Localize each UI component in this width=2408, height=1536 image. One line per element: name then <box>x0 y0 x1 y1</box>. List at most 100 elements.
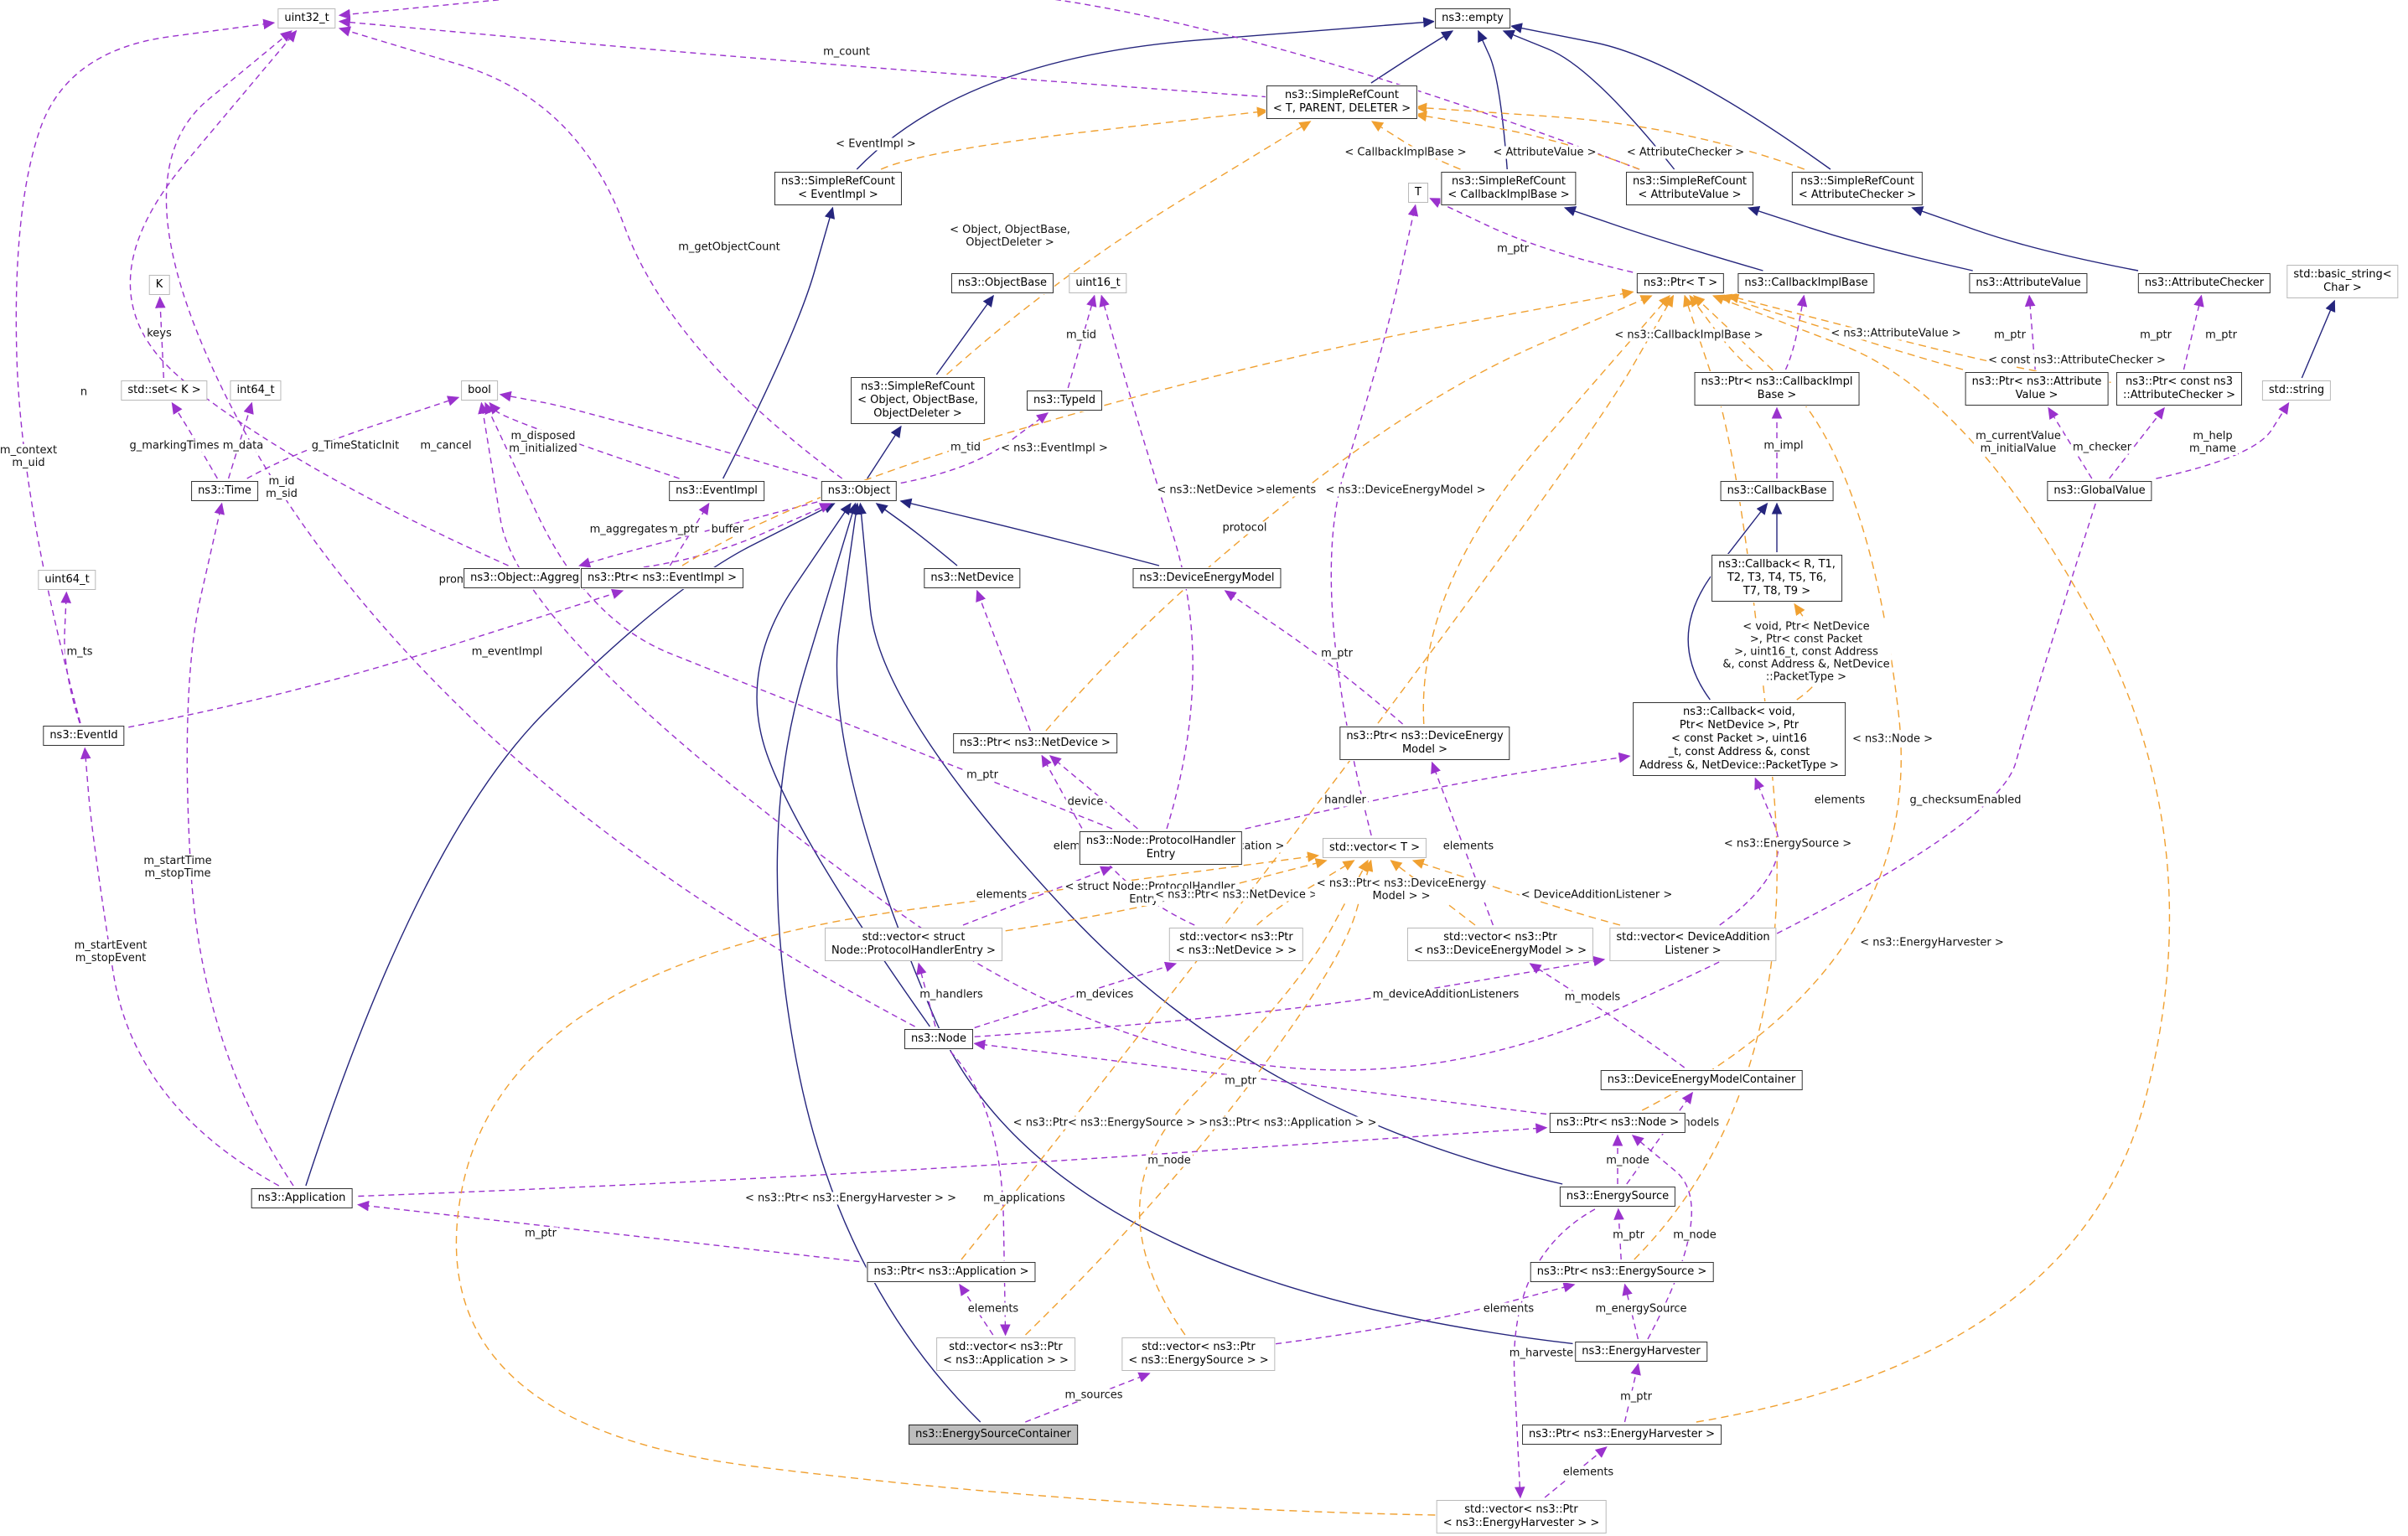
class-box-objbase[interactable]: ns3::ObjectBase <box>950 273 1054 293</box>
edge-phe-cb_void <box>1245 752 1631 830</box>
edge-label: m_ptr <box>1611 1228 1646 1242</box>
class-box-bstr[interactable]: std::basic_string<Char > <box>2286 265 2399 298</box>
class-box-ptr_node[interactable]: ns3::Ptr< ns3::Node > <box>1549 1113 1686 1133</box>
edge-ptr_nd-netdev <box>976 589 1031 732</box>
edge-eh-ptr_node <box>1631 1135 1692 1340</box>
class-box-eventid[interactable]: ns3::EventId <box>43 726 125 746</box>
class-box-uint16[interactable]: uint16_t <box>1069 273 1127 293</box>
class-box-vec_t[interactable]: std::vector< T > <box>1322 838 1427 858</box>
class-box-label: Entry <box>1146 848 1176 861</box>
class-box-netdev[interactable]: ns3::NetDevice <box>924 568 1021 588</box>
edge-label: m_count <box>821 45 872 59</box>
class-box-bool[interactable]: bool <box>461 380 498 401</box>
class-box-ptr_nd[interactable]: ns3::Ptr< ns3::NetDevice > <box>953 733 1117 753</box>
class-box-ptr_ei[interactable]: ns3::Ptr< ns3::EventImpl > <box>580 568 744 588</box>
class-box-eh[interactable]: ns3::EnergyHarvester <box>1575 1342 1707 1362</box>
edge-ptr_t-T <box>1429 198 1634 273</box>
edge-label: < ns3::EnergySource > <box>1722 837 1854 851</box>
class-box-label: ns3::EnergySource <box>1566 1190 1670 1202</box>
edge-ptr_cib-cib <box>1784 294 1808 370</box>
class-box-ptr_es[interactable]: ns3::Ptr< ns3::EnergySource > <box>1530 1262 1714 1282</box>
class-box-label: ns3::SimpleRefCount <box>1800 175 1915 188</box>
edge-label: < ns3::Ptr< ns3::EnergySource > > <box>1011 1116 1210 1130</box>
class-box-vec_app[interactable]: std::vector< ns3::Ptr< ns3::Application … <box>936 1337 1075 1371</box>
class-box-label: ns3::EnergySourceContainer <box>915 1428 1071 1440</box>
class-box-src_ac[interactable]: ns3::SimpleRefCount< AttributeChecker > <box>1791 172 1924 205</box>
edge-label: m_disposed m_initialized <box>507 430 579 455</box>
class-box-vec_dem[interactable]: std::vector< ns3::Ptr< ns3::DeviceEnergy… <box>1406 928 1594 961</box>
edge-phe-bool <box>484 401 1113 830</box>
edge-label: m_ptr <box>2138 328 2173 342</box>
class-box-src_cib[interactable]: ns3::SimpleRefCount< CallbackImplBase > <box>1441 172 1577 205</box>
edge-label: m_ptr <box>665 523 701 536</box>
class-box-vec_nd[interactable]: std::vector< ns3::Ptr< ns3::NetDevice > … <box>1168 928 1304 961</box>
class-box-app[interactable]: ns3::Application <box>251 1188 353 1208</box>
class-box-src_av[interactable]: ns3::SimpleRefCount< AttributeValue > <box>1625 172 1754 205</box>
class-box-ptr_cac[interactable]: ns3::Ptr< const ns3::AttributeChecker > <box>2115 372 2243 406</box>
class-box-typeid[interactable]: ns3::TypeId <box>1027 390 1102 411</box>
edge-vec_es-vec_t <box>1138 859 1369 1336</box>
class-box-label: ns3::Ptr< ns3::Application > <box>873 1265 1029 1278</box>
class-box-av[interactable]: ns3::AttributeValue <box>1969 273 2088 293</box>
class-box-ptr_app[interactable]: ns3::Ptr< ns3::Application > <box>867 1262 1036 1282</box>
class-box-int64[interactable]: int64_t <box>230 380 282 401</box>
class-box-uint32_t[interactable]: uint32_t <box>277 8 336 28</box>
edge-label: g_markingTimes <box>127 439 221 453</box>
edge-label: m_eventImpl <box>469 645 545 659</box>
class-box-label: ns3::SimpleRefCount <box>1632 175 1748 188</box>
class-box-dem[interactable]: ns3::DeviceEnergyModel <box>1132 568 1282 588</box>
edge-label: elements <box>1812 794 1867 807</box>
class-box-ac[interactable]: ns3::AttributeChecker <box>2137 273 2271 293</box>
class-box-gval[interactable]: ns3::GlobalValue <box>2047 481 2152 501</box>
edge-label: < ns3::EventImpl > <box>999 442 1110 455</box>
class-box-node[interactable]: ns3::Node <box>904 1029 973 1049</box>
class-box-object[interactable]: ns3::Object <box>821 481 898 501</box>
edge-label: < ns3::DeviceEnergyModel > <box>1323 484 1488 497</box>
class-box-ptr_eh[interactable]: ns3::Ptr< ns3::EnergyHarvester > <box>1522 1425 1722 1445</box>
class-box-label: ns3::CallbackBase <box>1727 484 1827 497</box>
class-box-demc[interactable]: ns3::DeviceEnergyModelContainer <box>1600 1070 1803 1090</box>
class-box-label: T2, T3, T4, T5, T6, <box>1727 571 1827 584</box>
class-box-time[interactable]: ns3::Time <box>191 481 258 501</box>
class-box-cbase[interactable]: ns3::CallbackBase <box>1720 481 1834 501</box>
class-box-eventimpl[interactable]: ns3::EventImpl <box>669 481 764 501</box>
edge-esc-object <box>776 502 981 1423</box>
class-box-cb_void[interactable]: ns3::Callback< void,Ptr< NetDevice >, Pt… <box>1633 702 1846 776</box>
class-box-sstr[interactable]: std::string <box>2261 380 2332 401</box>
edge-label: keys <box>145 327 173 340</box>
edge-vec_nd-vec_t <box>1256 860 1355 926</box>
class-box-label: ns3::DeviceEnergyModel <box>1139 571 1275 584</box>
class-box-uint64[interactable]: uint64_t <box>38 570 96 590</box>
class-box-cb_rt[interactable]: ns3::Callback< R, T1,T2, T3, T4, T5, T6,… <box>1711 555 1842 602</box>
class-box-label: uint32_t <box>284 12 329 24</box>
class-box-vec_es[interactable]: std::vector< ns3::Ptr< ns3::EnergySource… <box>1121 1337 1276 1371</box>
class-box-src_obj[interactable]: ns3::SimpleRefCount< Object, ObjectBase,… <box>851 377 985 424</box>
class-box-es[interactable]: ns3::EnergySource <box>1559 1187 1676 1207</box>
class-box-set_k[interactable]: std::set< K > <box>121 380 208 401</box>
class-box-label: Char > <box>2323 282 2362 294</box>
class-box-K[interactable]: K <box>148 275 170 295</box>
class-box-src_ei[interactable]: ns3::SimpleRefCount< EventImpl > <box>774 172 903 205</box>
class-box-vec_eh[interactable]: std::vector< ns3::Ptr< ns3::EnergyHarves… <box>1436 1500 1607 1533</box>
edge-label: elements <box>1481 1302 1536 1316</box>
class-box-empty[interactable]: ns3::empty <box>1435 8 1510 28</box>
class-box-src_tpd[interactable]: ns3::SimpleRefCount< T, PARENT, DELETER … <box>1266 85 1418 119</box>
class-box-label: ns3::AttributeChecker <box>2144 277 2265 289</box>
edge-ptr_nd-ptr_t <box>1045 295 1653 732</box>
class-box-ptr_t[interactable]: ns3::Ptr< T > <box>1636 273 1725 293</box>
edge-label: m_tid <box>948 441 983 454</box>
class-box-label: std::vector< ns3::Ptr <box>1443 931 1557 944</box>
class-box-T[interactable]: T <box>1408 183 1428 203</box>
edge-label: m_ptr <box>1495 242 1530 256</box>
class-box-label: ns3::Ptr< ns3::NetDevice > <box>960 737 1111 749</box>
class-box-label: ns3::DeviceEnergyModelContainer <box>1607 1073 1796 1086</box>
class-box-cib[interactable]: ns3::CallbackImplBase <box>1737 273 1875 293</box>
edge-gval-ptr_av <box>2048 406 2093 479</box>
